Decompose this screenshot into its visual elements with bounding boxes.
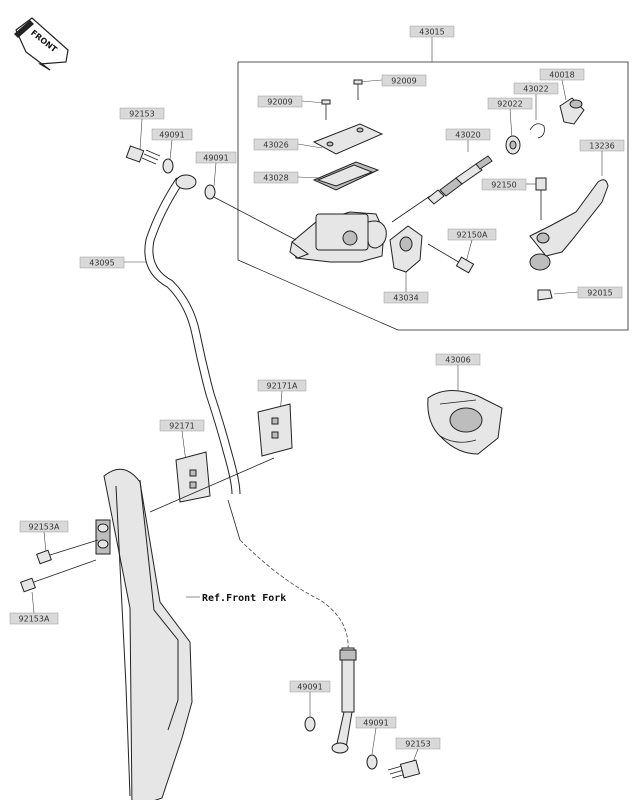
svg-text:49091: 49091 bbox=[363, 719, 388, 728]
label-92171A: 92171A bbox=[257, 379, 307, 392]
svg-text:92015: 92015 bbox=[587, 289, 612, 298]
label-43022: 43022 bbox=[513, 82, 559, 95]
cap-screw-left bbox=[321, 99, 331, 120]
label-92153-top: 92153 bbox=[119, 107, 165, 120]
label-92171: 92171 bbox=[159, 419, 205, 432]
label-92150: 92150 bbox=[481, 178, 527, 191]
svg-text:13236: 13236 bbox=[589, 142, 614, 151]
washer-bottom-a bbox=[304, 716, 316, 732]
label-43026: 43026 bbox=[253, 138, 299, 151]
ref-front-fork-label: Ref.Front Fork bbox=[202, 593, 286, 604]
svg-text:92153: 92153 bbox=[129, 110, 154, 119]
washer-bottom-b bbox=[366, 754, 378, 770]
reservoir-cap bbox=[312, 123, 384, 155]
label-43006: 43006 bbox=[435, 353, 481, 366]
label-43020: 43020 bbox=[445, 128, 491, 141]
svg-text:43022: 43022 bbox=[523, 85, 548, 94]
svg-text:43034: 43034 bbox=[393, 294, 418, 303]
master-cylinder-body bbox=[209, 194, 387, 263]
assembly-outline bbox=[237, 61, 629, 331]
circlip bbox=[529, 123, 545, 139]
svg-text:92153A: 92153A bbox=[19, 615, 50, 624]
banjo-bolt-top bbox=[125, 145, 161, 165]
label-92150A: 92150A bbox=[447, 228, 497, 241]
label-13236: 13236 bbox=[579, 139, 625, 152]
label-92022: 92022 bbox=[487, 97, 533, 110]
hose-clamp-a bbox=[257, 403, 293, 457]
fork-bolt-upper bbox=[36, 539, 99, 565]
cap-screw-right bbox=[353, 79, 363, 100]
label-92015: 92015 bbox=[577, 286, 623, 299]
svg-text:92150A: 92150A bbox=[457, 231, 488, 240]
svg-text:43026: 43026 bbox=[263, 141, 288, 150]
label-49091-d: 49091 bbox=[355, 716, 397, 729]
label-40018: 40018 bbox=[539, 68, 585, 81]
label-49091-c: 49091 bbox=[289, 680, 331, 693]
svg-text:40018: 40018 bbox=[549, 71, 574, 80]
label-92153-bottom: 92153 bbox=[395, 737, 441, 750]
svg-text:43015: 43015 bbox=[419, 28, 444, 37]
label-92009-left: 92009 bbox=[257, 95, 303, 108]
label-43034: 43034 bbox=[383, 291, 429, 304]
brake-lever bbox=[529, 179, 609, 271]
label-92153A-top: 92153A bbox=[19, 520, 69, 533]
label-43028: 43028 bbox=[253, 171, 299, 184]
svg-text:43020: 43020 bbox=[455, 131, 480, 140]
brake-hose bbox=[144, 174, 349, 651]
hand-guard bbox=[427, 390, 503, 455]
piston-assembly bbox=[391, 155, 493, 223]
lever-nut bbox=[537, 289, 553, 301]
label-49091-a: 49091 bbox=[151, 128, 193, 141]
dust-boot bbox=[559, 97, 585, 125]
label-43015: 43015 bbox=[409, 25, 455, 38]
svg-text:92171: 92171 bbox=[169, 422, 194, 431]
svg-text:92171A: 92171A bbox=[267, 382, 298, 391]
washer-top-a bbox=[162, 158, 174, 174]
svg-text:92009: 92009 bbox=[267, 98, 292, 107]
clamp-bolt bbox=[427, 243, 475, 274]
front-fork bbox=[95, 468, 200, 800]
front-direction-arrow: FRONT bbox=[14, 17, 69, 71]
washer-top-b bbox=[204, 184, 216, 200]
svg-text:49091: 49091 bbox=[297, 683, 322, 692]
svg-text:92153: 92153 bbox=[405, 740, 430, 749]
hose-clamp bbox=[149, 451, 275, 513]
lever-pivot-bolt bbox=[535, 177, 547, 220]
svg-text:92009: 92009 bbox=[391, 77, 416, 86]
fork-bolt-lower bbox=[20, 559, 97, 593]
svg-text:49091: 49091 bbox=[159, 131, 184, 140]
label-92009-right: 92009 bbox=[381, 74, 427, 87]
label-43095: 43095 bbox=[79, 256, 125, 269]
svg-text:49091: 49091 bbox=[203, 154, 228, 163]
clamp bbox=[389, 225, 423, 273]
svg-text:43006: 43006 bbox=[445, 356, 470, 365]
svg-text:92150: 92150 bbox=[491, 181, 516, 190]
svg-text:92022: 92022 bbox=[497, 100, 522, 109]
label-92153A-bottom: 92153A bbox=[9, 612, 59, 625]
reservoir-diaphragm bbox=[312, 161, 380, 191]
hose-lower-fitting bbox=[331, 647, 357, 754]
washer bbox=[505, 135, 521, 155]
label-49091-b: 49091 bbox=[195, 151, 237, 164]
banjo-bolt-bottom bbox=[387, 759, 421, 779]
svg-text:92153A: 92153A bbox=[29, 523, 60, 532]
svg-text:43028: 43028 bbox=[263, 174, 288, 183]
svg-text:43095: 43095 bbox=[89, 259, 114, 268]
